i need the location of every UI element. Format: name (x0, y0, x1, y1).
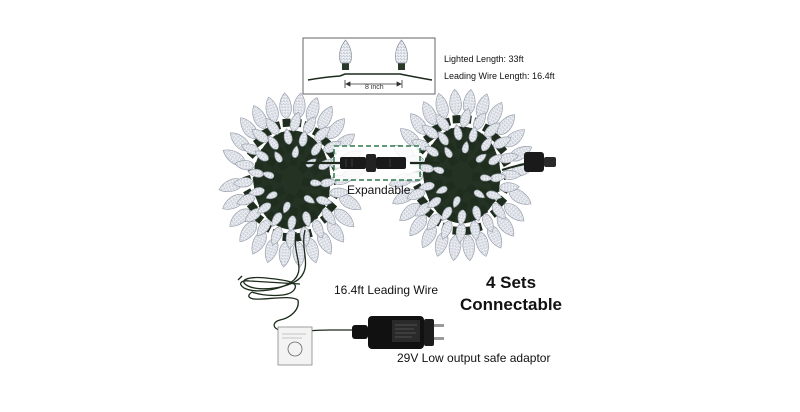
bulb (449, 88, 462, 124)
bulb (458, 140, 469, 162)
bulb (321, 187, 350, 198)
bulb (265, 118, 287, 144)
bulb (424, 146, 448, 164)
bulb (299, 202, 312, 228)
bulb (469, 196, 482, 222)
bulb (282, 193, 296, 214)
leading-wire-label: 16.4ft Leading Wire (334, 283, 439, 297)
certification-tag (277, 326, 313, 366)
bulb (444, 146, 459, 167)
headline: 4 Sets Connectable (456, 272, 566, 316)
bulb (295, 188, 315, 204)
headline-line-2: Connectable (459, 295, 563, 314)
bulb (418, 179, 444, 191)
adaptor-label: 29V Low output safe adaptor (397, 351, 551, 365)
spec-wire (307, 73, 433, 81)
bulb (435, 114, 457, 140)
bulb (232, 176, 262, 188)
bulb (435, 180, 457, 194)
bulb (301, 177, 323, 187)
bulb-cluster-right (388, 88, 536, 262)
bulb (254, 150, 278, 168)
bulb (262, 171, 283, 183)
bulb (462, 226, 475, 262)
bulb (288, 145, 299, 167)
bulb (432, 166, 453, 178)
bulb (296, 130, 308, 156)
bulb (471, 172, 493, 182)
bulb (452, 187, 466, 208)
leading-wire-length-label: Leading Wire Length: 16.4ft (444, 71, 555, 81)
spec-bulb-left (339, 39, 352, 70)
bulb (274, 151, 289, 172)
power-adaptor-icon (352, 316, 444, 349)
bulb (279, 92, 292, 128)
lighted-length-label: Lighted Length: 33ft (444, 54, 524, 64)
bulb (287, 206, 299, 232)
spec-inset-box (302, 37, 436, 95)
bulb (298, 218, 311, 247)
bulb (265, 186, 287, 200)
bulb (457, 201, 469, 227)
bulb (467, 153, 487, 170)
bulb (465, 183, 485, 199)
spec-bulb-right (395, 39, 408, 70)
connector-plug-icon (300, 154, 440, 172)
bulb (248, 184, 274, 196)
bulb (438, 131, 456, 154)
bulb (441, 211, 457, 240)
headline-line-1: 4 Sets (485, 273, 537, 292)
spacing-label: 8 inch (365, 84, 384, 91)
end-cap-connector-icon (501, 152, 556, 172)
spacing-dimension-marker (344, 80, 403, 88)
expandable-label: Expandable (347, 183, 411, 197)
bulb (304, 141, 322, 165)
bulb (491, 182, 520, 193)
bulb (479, 154, 503, 172)
